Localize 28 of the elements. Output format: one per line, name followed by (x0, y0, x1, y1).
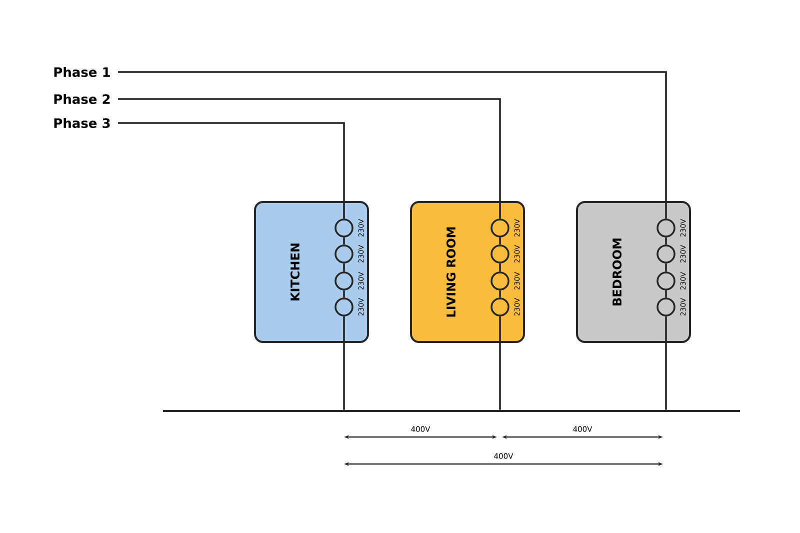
wire (343, 263, 345, 272)
socket-circle (490, 298, 510, 316)
phase-label: Phase 3 (54, 118, 110, 128)
socket-circle (656, 272, 676, 290)
wire (499, 263, 501, 272)
socket-circle (334, 218, 354, 238)
socket-circle (490, 244, 510, 264)
socket-circle (334, 298, 354, 316)
wire (343, 237, 345, 245)
socket-circle (490, 218, 510, 238)
phase-label: Phase 1 (54, 66, 110, 78)
wire (665, 237, 667, 245)
wire (665, 263, 667, 272)
wire (665, 316, 667, 410)
socket-circle (656, 244, 676, 264)
wire (499, 237, 501, 245)
wire (343, 316, 345, 410)
wire (665, 290, 667, 298)
socket-circle (334, 272, 354, 290)
wire (343, 290, 345, 298)
wire (499, 290, 501, 298)
socket-circle (656, 298, 676, 316)
wire (499, 316, 501, 410)
socket-circle (334, 244, 354, 264)
socket-circle (656, 218, 676, 238)
neutral-line (163, 410, 740, 412)
phase-label: Phase 2 (54, 94, 110, 104)
socket-circle (490, 272, 510, 290)
